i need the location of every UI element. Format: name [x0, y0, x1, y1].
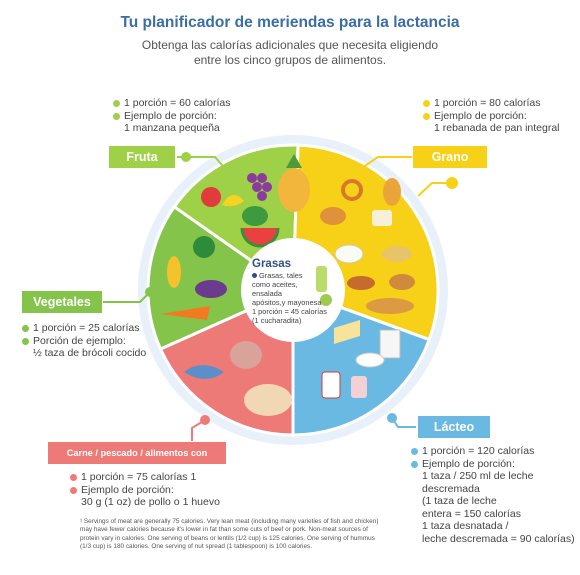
fats-line: Grasas, tales	[252, 271, 344, 280]
dairy-example-line: entera = 150 calorías	[422, 507, 521, 520]
dairy-bullet	[411, 460, 418, 468]
protein-info: 1 porción = 75 calorías 1 Ejemplo de por…	[70, 471, 220, 509]
dairy-connector-dot	[387, 413, 397, 423]
dairy-example-line: 1 taza / 250 ml de leche	[422, 470, 534, 482]
fruit-example: 1 manzana pequeña	[124, 122, 220, 134]
vegetables-calories: 1 porción = 25 calorías	[33, 322, 140, 334]
dairy-example-line: 1 taza desnatada /	[422, 520, 509, 532]
protein-example-label: Ejemplo de porción:	[81, 483, 174, 496]
protein-example: 30 g (1 oz) de pollo o 1 huevo	[81, 496, 220, 508]
protein-illustrations	[184, 341, 292, 416]
dairy-label: Lácteo	[418, 416, 490, 438]
protein-connector	[191, 419, 206, 441]
fruit-info: 1 porción = 60 calorías Ejemplo de porci…	[113, 97, 231, 135]
footnote: ¹ Servings of meat are generally 75 calo…	[80, 518, 379, 551]
fats-line-5: 1 porción = 45 calorías	[252, 307, 327, 316]
dairy-info: 1 porción = 120 calorías Ejemplo de porc…	[411, 445, 575, 545]
vegetables-example: ½ taza de brócoli cocido	[33, 347, 147, 359]
grain-bullet	[423, 100, 430, 107]
dairy-example-line: leche descremada = 90 calorías)	[422, 532, 575, 545]
protein-label: Carne / pescado / alimentos con proteína…	[48, 442, 226, 480]
fruit-calories: 1 porción = 60 calorías	[124, 97, 231, 109]
vegetables-example-label: Porción de ejemplo:	[33, 334, 126, 347]
vegetables-info: 1 porción = 25 calorías Porción de ejemp…	[22, 322, 146, 360]
fats-line-3: ensalada	[252, 289, 282, 298]
dairy-example-line: (1 taza de leche	[422, 495, 497, 507]
vegetables-connector-dot	[145, 287, 155, 297]
fats-info: Grasas Grasas, tales como aceites, ensal…	[252, 258, 344, 325]
fats-bullet	[252, 273, 257, 278]
grain-connector-2	[417, 182, 452, 197]
fruit-illustrations	[201, 154, 310, 248]
grain-info: 1 porción = 80 calorías Ejemplo de porci…	[423, 97, 560, 135]
fats-line-4: apósitos,y mayonesa	[252, 298, 322, 307]
fats-title: Grasas	[252, 258, 292, 270]
dairy-example-label: Ejemplo de porción:	[422, 457, 515, 470]
protein-calories: 1 porción = 75 calorías 1	[81, 471, 197, 483]
fruit-bullet	[113, 100, 120, 107]
page-subtitle: Obtenga las calorías adicionales que nec…	[141, 38, 439, 67]
dairy-example-line: descremada	[422, 482, 480, 495]
grain-connector	[361, 156, 412, 169]
vegetable-illustrations	[160, 236, 227, 320]
fruit-label: Fruta	[109, 146, 175, 168]
dairy-calories: 1 porción = 120 calorías	[422, 445, 535, 457]
fats-line-1: Grasas, tales	[259, 271, 303, 280]
fruit-connector-dot	[181, 152, 191, 162]
center-circle	[241, 238, 345, 342]
fats-line-2: como aceites,	[252, 280, 298, 289]
fruit-example-label: Ejemplo de porción:	[124, 109, 217, 122]
dairy-illustrations	[321, 320, 401, 399]
vegetables-bullet	[22, 337, 29, 345]
vegetables-label: Vegetales	[22, 291, 102, 313]
grain-example-label: Ejemplo de porción:	[434, 109, 527, 122]
vegetables-bullet	[22, 325, 29, 332]
protein-connector-dot	[200, 415, 210, 425]
oil-bottle-icon	[316, 266, 327, 292]
protein-bullet	[70, 474, 77, 481]
grain-example: 1 rebanada de pan integral	[434, 122, 560, 134]
dairy-bullet	[411, 448, 418, 455]
fats-line-6: (1 cucharadita)	[252, 316, 302, 325]
page-title: Tu planificador de meriendas para la lac…	[120, 14, 460, 31]
grain-illustrations	[320, 178, 415, 314]
grain-calories: 1 porción = 80 calorías	[434, 97, 541, 109]
fruit-bullet	[113, 112, 120, 120]
grain-label: Grano	[413, 146, 487, 168]
protein-bullet	[70, 486, 77, 494]
grain-bullet	[423, 112, 430, 120]
mayo-jar-icon	[320, 294, 332, 306]
